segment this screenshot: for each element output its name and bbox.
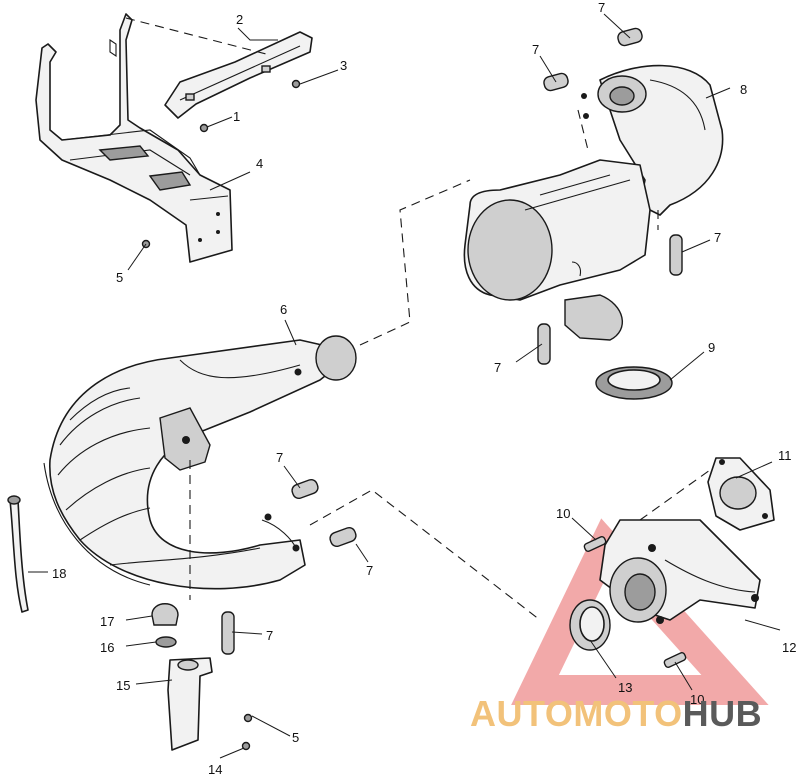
callout-5-top: 5 xyxy=(116,270,123,285)
watermark-text-automoto: AUTOMOTO xyxy=(470,693,683,734)
callout-7-bottom: 7 xyxy=(266,628,273,643)
callout-9: 9 xyxy=(708,340,715,355)
heat-shield xyxy=(164,31,313,119)
callout-7-mid: 7 xyxy=(494,360,501,375)
callout-7-pipe-lower: 7 xyxy=(366,563,373,578)
expansion-chamber-pipe xyxy=(43,335,357,590)
mounting-bracket xyxy=(35,13,233,263)
muffler xyxy=(463,64,724,341)
callout-10-upper: 10 xyxy=(556,506,570,521)
assembly-lines xyxy=(125,17,711,621)
manifold-seal-ring xyxy=(569,599,611,651)
callout-16: 16 xyxy=(100,640,114,655)
callout-14: 14 xyxy=(208,762,222,776)
manifold-gasket xyxy=(707,457,775,531)
callout-2: 2 xyxy=(236,12,243,27)
callout-10-lower: 10 xyxy=(690,692,704,707)
callout-6: 6 xyxy=(280,302,287,317)
watermark-logo: AUTOMOTOHUB xyxy=(470,693,762,734)
callout-18: 18 xyxy=(52,566,66,581)
svg-text:AUTOMOTOHUB: AUTOMOTOHUB xyxy=(470,693,762,734)
callout-labels: 1 2 3 4 5 6 7 7 8 7 7 9 7 7 7 10 11 12 1… xyxy=(52,0,796,776)
callout-1: 1 xyxy=(233,109,240,124)
callout-7-right: 7 xyxy=(714,230,721,245)
callout-15: 15 xyxy=(116,678,130,693)
callout-12: 12 xyxy=(782,640,796,655)
callout-7-left: 7 xyxy=(532,42,539,57)
small-hardware xyxy=(7,79,687,751)
callout-7-pipe-upper: 7 xyxy=(276,450,283,465)
callout-5-bottom: 5 xyxy=(292,730,299,745)
callout-4: 4 xyxy=(256,156,263,171)
exhaust-manifold xyxy=(599,519,761,624)
callout-13: 13 xyxy=(618,680,632,695)
seal-ring xyxy=(595,366,673,400)
callout-17: 17 xyxy=(100,614,114,629)
callout-8: 8 xyxy=(740,82,747,97)
callout-7-top: 7 xyxy=(598,0,605,15)
watermark-text-hub: HUB xyxy=(683,693,763,734)
callout-11: 11 xyxy=(778,448,792,463)
callout-3: 3 xyxy=(340,58,347,73)
leader-lines xyxy=(28,13,781,759)
